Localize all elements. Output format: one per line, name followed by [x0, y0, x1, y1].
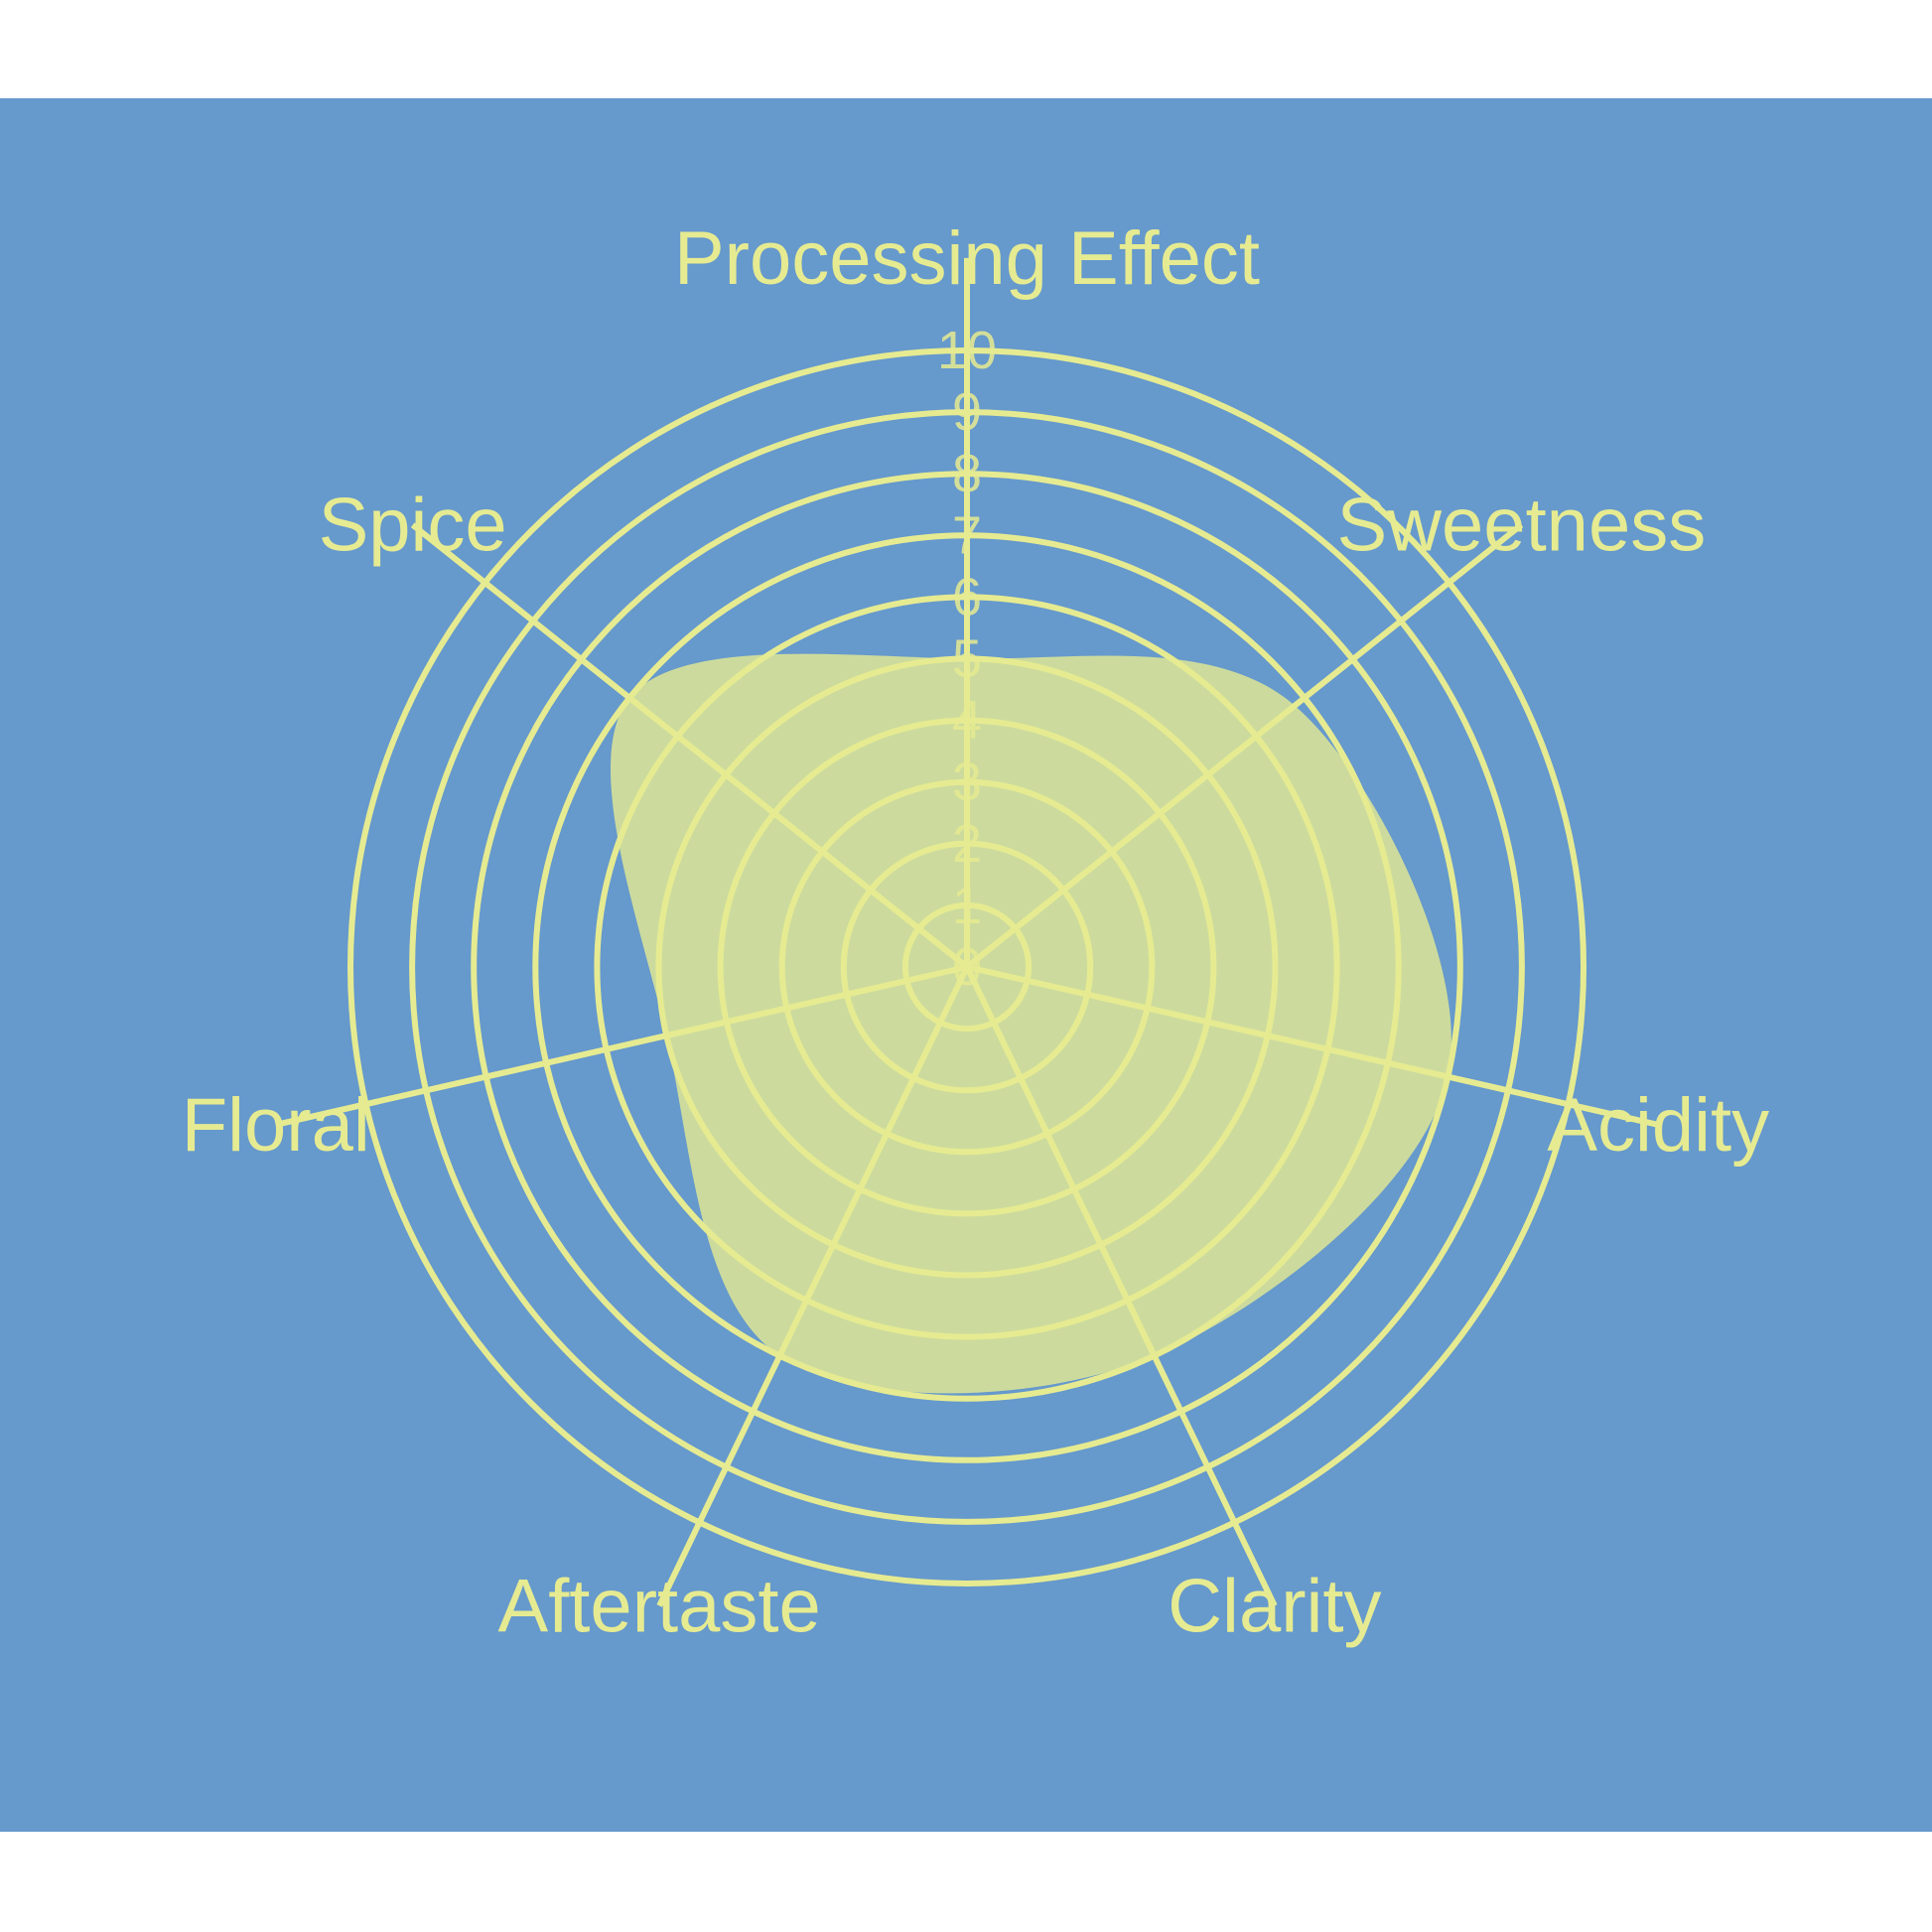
- tick-label: 2: [952, 814, 982, 874]
- tick-label: 8: [952, 444, 982, 503]
- axis-label: Aftertaste: [498, 1564, 821, 1648]
- axis-spoke: [966, 964, 1659, 1128]
- tick-label: 9: [952, 382, 982, 442]
- axis-label: Floral: [182, 1083, 370, 1168]
- tick-label: 0: [952, 937, 982, 997]
- tick-label: 7: [952, 505, 982, 565]
- tick-label: 10: [937, 321, 997, 380]
- axis-label: Acidity: [1547, 1083, 1769, 1168]
- axis-label: Spice: [319, 483, 507, 568]
- series-area-profile: [610, 653, 1451, 1394]
- axis-label: Clarity: [1168, 1564, 1381, 1648]
- axis-spoke: [965, 522, 1524, 970]
- axis-spoke: [656, 965, 970, 1607]
- axis-spoke: [275, 964, 968, 1128]
- tick-label: 4: [952, 691, 982, 751]
- tick-label: 5: [952, 629, 982, 689]
- tick-label: 6: [952, 567, 982, 626]
- axis-label: Sweetness: [1336, 483, 1706, 568]
- tick-label: 3: [952, 753, 982, 812]
- axis-spoke: [964, 965, 1278, 1607]
- tick-label: 1: [952, 876, 982, 935]
- axis-label: Processing Effect: [674, 216, 1260, 301]
- axis-spoke: [410, 522, 969, 970]
